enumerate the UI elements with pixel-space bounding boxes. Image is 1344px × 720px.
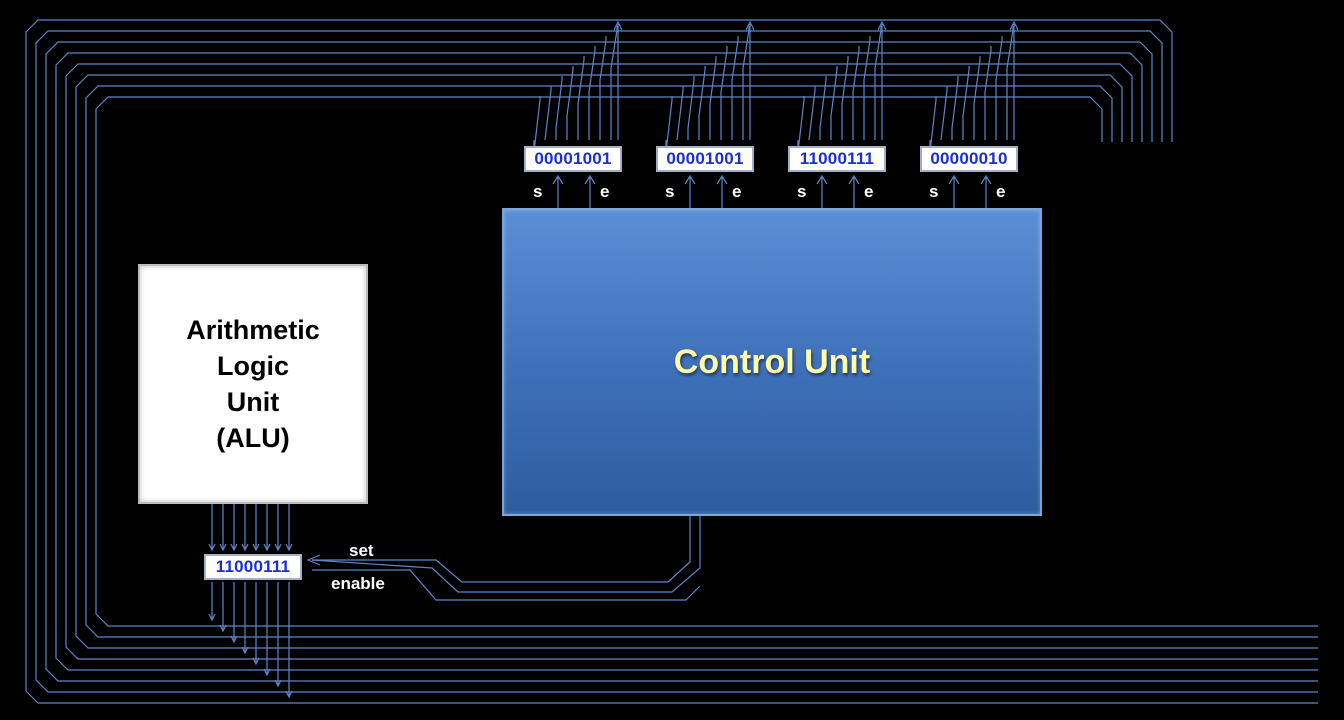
register-1-bus-wire-3 <box>555 79 563 140</box>
alu-register-wire-6 <box>263 582 271 677</box>
control-unit-label: Control Unit <box>673 342 871 381</box>
register-2: 00001001 <box>656 146 754 172</box>
alu-line-4: (ALU) <box>216 423 290 453</box>
alu-output-wire-4 <box>241 504 249 552</box>
register-4-enable-arrow <box>980 174 992 208</box>
alu-register-wire-3 <box>230 582 238 644</box>
register-1-bus-wire-6 <box>588 49 596 140</box>
alu-set-label: set <box>349 541 374 560</box>
register-2-enable-arrow <box>716 174 728 208</box>
register-3-bus-wire-3 <box>819 79 827 140</box>
alu-register: 11000111 <box>204 554 302 580</box>
register-1-arrow-top <box>613 20 623 140</box>
register-4-arrow-top <box>1009 20 1019 140</box>
top-bus <box>25 19 1318 704</box>
alu-line-3: Unit <box>226 387 280 417</box>
register-3-enable-label: e <box>864 182 874 201</box>
register-2-arrow-top <box>745 20 755 140</box>
register-1-enable-label: e <box>600 182 610 201</box>
alu-line-1: Arithmetic <box>186 315 320 345</box>
register-1-bus-wire-7 <box>599 39 607 140</box>
alu-register-wire-1 <box>208 582 216 622</box>
register-4-bus-wire-5 <box>973 59 981 140</box>
register-1-bus-wire-5 <box>577 59 585 140</box>
register-3-set-label: s <box>797 182 807 201</box>
register-2-bus-wire-3 <box>687 79 695 140</box>
register-4-bus-wire-7 <box>995 39 1003 140</box>
register-2-bus-wire-6 <box>720 49 728 140</box>
register-1-bus-wire-2 <box>544 89 552 141</box>
register-1-bus-wire-4 <box>566 69 574 140</box>
bus-line-2 <box>35 30 1318 693</box>
alu-enable-label: enable <box>331 574 385 593</box>
alu-output-wire-3 <box>230 504 238 552</box>
bus-line-6 <box>75 74 1318 649</box>
bus-line-7 <box>85 85 1318 638</box>
bus-line-4 <box>55 52 1318 671</box>
register-4-bus-wire-6 <box>984 49 992 140</box>
alu-output-wire-1 <box>208 504 216 552</box>
register-4-set-arrow <box>948 174 960 208</box>
register-1-bus-wire-8 <box>610 29 618 140</box>
register-4-bus-wire-2 <box>940 89 948 141</box>
register-3-bus-wire-8 <box>874 29 882 140</box>
register-2-bus-wire-7 <box>731 39 739 140</box>
register-4-bus-wire-3 <box>951 79 959 140</box>
register-3-bus-wire-2 <box>808 89 816 141</box>
alu-box: Arithmetic Logic Unit (ALU) <box>138 264 368 504</box>
register-3-bus-wire-7 <box>863 39 871 140</box>
register-2-bus-wire-2 <box>676 89 684 141</box>
register-2-set-label: s <box>665 182 675 201</box>
register-4-bus-wire-4 <box>962 69 970 140</box>
register-2-bus-wire-5 <box>709 59 717 140</box>
register-4-set-label: s <box>929 182 939 201</box>
register-1-set-label: s <box>533 182 543 201</box>
alu-enable-wire <box>312 569 701 601</box>
alu-set-wire <box>306 516 701 593</box>
alu-register-wire-7 <box>274 582 282 688</box>
alu-register-wire-5 <box>252 582 260 666</box>
bus-line-8 <box>95 96 1318 627</box>
register-4-enable-label: e <box>996 182 1006 201</box>
alu-output-wire-7 <box>274 504 282 552</box>
alu-register-wire-2 <box>219 582 227 633</box>
register-1-set-arrow <box>552 174 564 208</box>
register-3-enable-arrow <box>848 174 860 208</box>
register-2-bus-wire-4 <box>698 69 706 140</box>
bus-line-5 <box>65 63 1318 660</box>
alu-output-wire-6 <box>263 504 271 552</box>
alu-output-wire-5 <box>252 504 260 552</box>
register-3-arrow-top <box>877 20 887 140</box>
register-3-set-arrow <box>816 174 828 208</box>
alu-register-wire-4 <box>241 582 249 655</box>
bus-line-3 <box>45 41 1318 682</box>
register-1-bus-wire-1 <box>533 99 541 153</box>
register-4: 00000010 <box>920 146 1018 172</box>
control-unit: Control Unit <box>502 208 1042 516</box>
register-4-bus-wire-8 <box>1006 29 1014 140</box>
register-1: 00001001 <box>524 146 622 172</box>
register-3-bus-wire-6 <box>852 49 860 140</box>
register-3-bus-wire-1 <box>797 99 805 153</box>
alu-register-wire-8 <box>285 582 293 699</box>
register-2-set-arrow <box>684 174 696 208</box>
alu-line-2: Logic <box>217 351 289 381</box>
register-1-enable-arrow <box>584 174 596 208</box>
bus-line-1 <box>25 19 1318 704</box>
register-2-enable-label: e <box>732 182 742 201</box>
register-3-bus-wire-5 <box>841 59 849 140</box>
register-bus-arrows <box>533 20 1019 208</box>
control-wires <box>306 516 701 601</box>
alu-output-wire-8 <box>285 504 293 552</box>
alu-output-wire-2 <box>219 504 227 552</box>
alu-set-wire-inner <box>312 516 691 583</box>
register-3: 11000111 <box>788 146 886 172</box>
register-4-bus-wire-1 <box>929 99 937 153</box>
register-3-bus-wire-4 <box>830 69 838 140</box>
register-2-bus-wire-1 <box>665 99 673 153</box>
alu-bus-arrows <box>208 504 293 699</box>
register-2-bus-wire-8 <box>742 29 750 140</box>
